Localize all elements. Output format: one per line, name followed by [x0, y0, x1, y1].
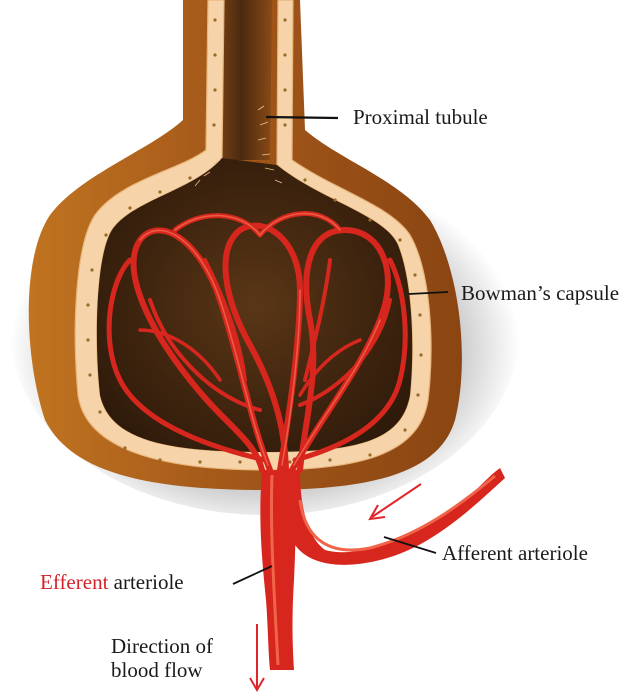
- arteriole-word: arteriole: [114, 570, 184, 594]
- direction-line-2: blood flow: [111, 658, 251, 682]
- blood-flow-direction-label: Direction of blood flow: [111, 634, 251, 682]
- afferent-arteriole-label: Afferent arteriole: [442, 541, 588, 565]
- blood-flow-direction-arrow: [250, 624, 264, 690]
- efferent-word: Efferent: [40, 570, 108, 594]
- direction-line-1: Direction of: [111, 634, 251, 658]
- proximal-tubule-leader: [266, 117, 338, 118]
- bowmans-capsule-label: Bowman’s capsule: [461, 281, 619, 305]
- proximal-tubule-label: Proximal tubule: [353, 105, 488, 129]
- efferent-arteriole-label: Efferent arteriole: [40, 570, 184, 594]
